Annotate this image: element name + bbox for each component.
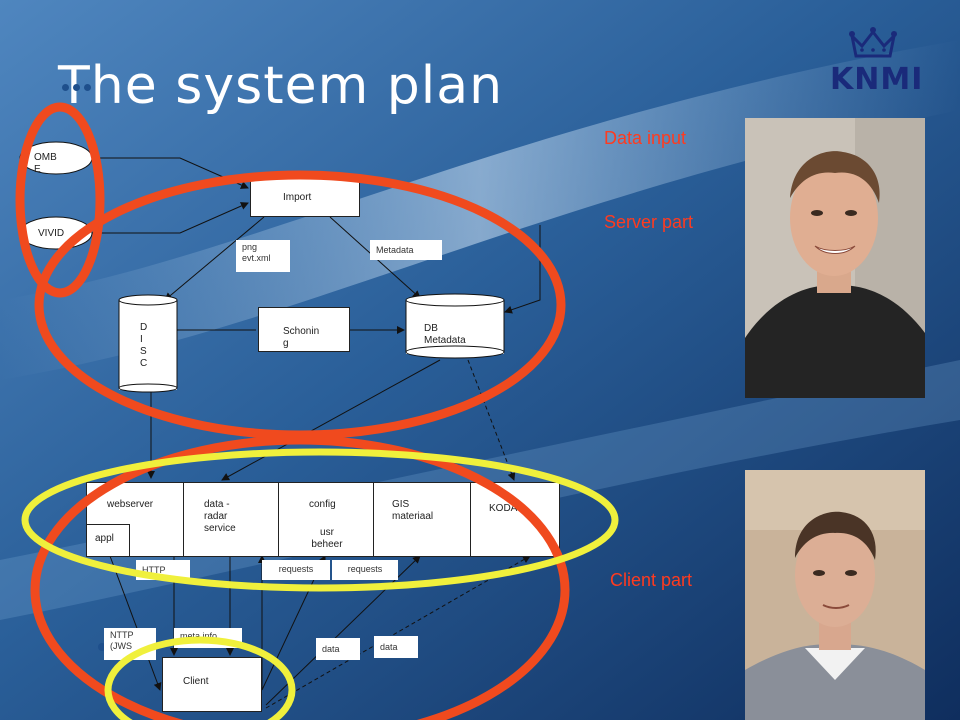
- data-tag-2: data: [374, 636, 418, 658]
- gis-materiaal-box: GIS materiaal: [373, 482, 471, 557]
- appl-box: appl: [86, 524, 130, 557]
- requests-tag-1: requests: [262, 560, 330, 580]
- import-box: Import: [250, 174, 360, 217]
- data-radar-service-box: data - radar service: [183, 482, 279, 557]
- server-part-label: Server part: [604, 212, 694, 232]
- db-metadata-label: DB Metadata: [424, 323, 466, 346]
- data-tag-1: data: [316, 638, 360, 660]
- schoning-label: Schonin g: [283, 326, 320, 349]
- data-input-label: Data input: [604, 128, 687, 148]
- kodac-label: KODAC: [489, 503, 525, 514]
- knmi-logo-text: KNMI: [830, 62, 924, 97]
- meta-info-tag: meta info: [174, 628, 242, 648]
- disc-label: D I S C: [140, 322, 148, 369]
- title-decoration-dots: [62, 78, 122, 92]
- import-label: Import: [283, 192, 312, 203]
- png-evt-tag: png evt.xml: [236, 240, 290, 272]
- schoning-box: Schonin g: [258, 307, 350, 352]
- webserver-label: webserver: [107, 499, 154, 510]
- client-part-label: Client part: [610, 570, 693, 590]
- config-label: config: [309, 499, 336, 510]
- omb-source-label: OMB E: [34, 152, 57, 175]
- appl-label: appl: [95, 533, 114, 544]
- metadata-tag: Metadata: [370, 240, 442, 260]
- gis-materiaal-label: GIS materiaal: [392, 499, 434, 522]
- requests-tag-2: requests: [332, 560, 398, 580]
- nttp-jws-tag: NTTP (JWS: [104, 628, 156, 660]
- slide-title: The system plan: [58, 56, 504, 116]
- person-photo-2: [745, 470, 925, 720]
- person-photo-1: [745, 118, 925, 398]
- config-box: config usr beheer: [278, 482, 374, 557]
- kodac-box: KODAC: [470, 482, 560, 557]
- http-tag: HTTP: [136, 560, 190, 580]
- usr-beheer-label: usr beheer: [311, 527, 343, 550]
- client-label: Client: [183, 676, 209, 687]
- data-radar-service-label: data - radar service: [204, 499, 236, 534]
- knmi-crown-icon: [849, 27, 897, 58]
- disc-cylinder: [118, 294, 178, 393]
- vivid-source-label: VIVID: [38, 228, 65, 239]
- client-box: Client: [162, 657, 262, 712]
